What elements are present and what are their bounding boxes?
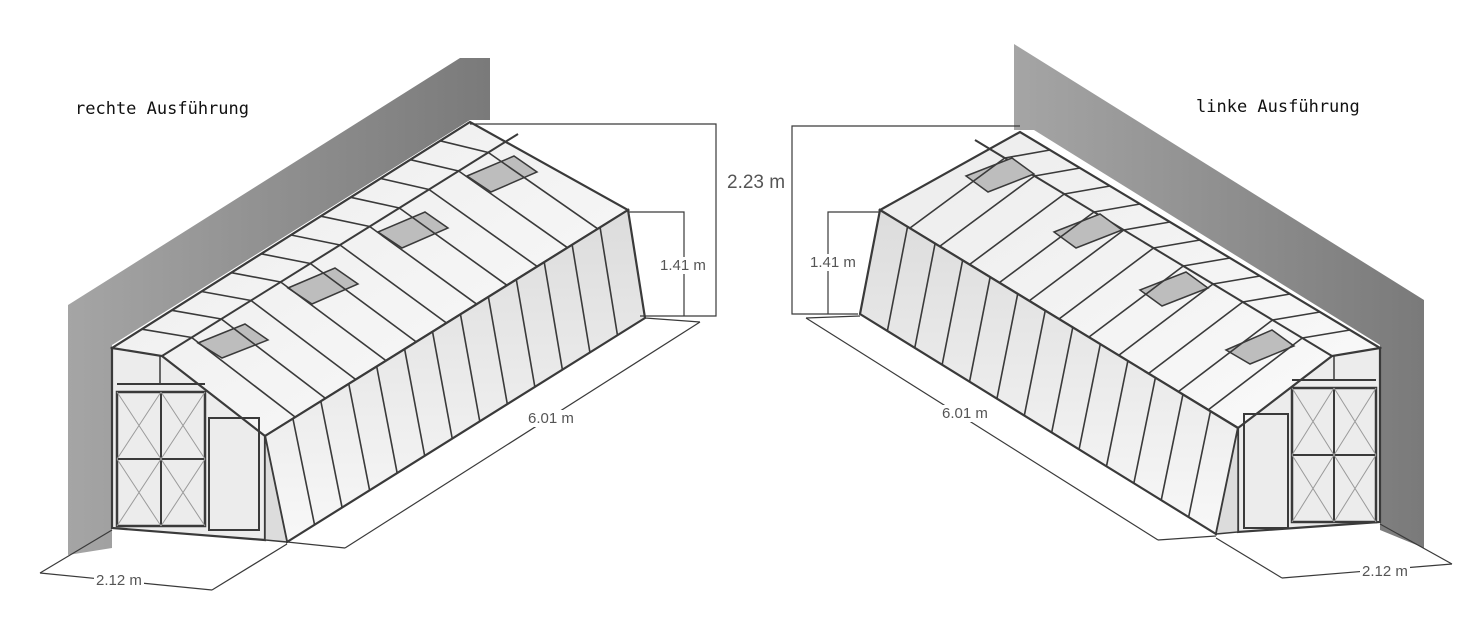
- side-height-label-left-variant: 1.41 m: [808, 254, 858, 271]
- gable-side-strip-left-variant: [1215, 427, 1239, 535]
- upper-roof-rib-left-variant-3: [1242, 293, 1291, 303]
- upper-roof-rib-right-variant-1: [141, 328, 192, 339]
- side-post-right-variant-11: [571, 244, 591, 353]
- upper-roof-rib-right-variant-8: [350, 196, 400, 209]
- roof-vent-right-variant-3: [376, 211, 450, 249]
- side-post-right-variant-3: [347, 383, 371, 491]
- roof-rib-right-variant-3: [250, 299, 357, 381]
- side-post-left-variant-1: [1187, 411, 1212, 518]
- side-post-right-variant-10: [543, 262, 564, 370]
- roof-rib-right-variant-11: [487, 151, 599, 230]
- side-post-left-variant-4: [1105, 360, 1129, 467]
- upper-roof-rib-right-variant-3: [201, 290, 252, 302]
- side-post-left-variant-11: [913, 243, 936, 348]
- gable-side-strip-right-variant: [264, 435, 288, 543]
- roof-rib-left-variant-3: [1148, 301, 1244, 375]
- upper-roof-rib-left-variant-7: [1123, 221, 1171, 231]
- roof-ribs-left-variant: [909, 149, 1351, 411]
- roof-rib-right-variant-10: [458, 170, 568, 249]
- upper-roof-rib-left-variant-11: [1004, 149, 1051, 159]
- width-label-left-variant: 2.12 m: [1360, 563, 1410, 580]
- roof-vent-right-variant-4: [465, 155, 539, 193]
- roof-rib-left-variant-4: [1118, 283, 1214, 356]
- upper-roof-rib-right-variant-6: [290, 234, 341, 246]
- side-post-right-variant-4: [375, 366, 398, 474]
- roof-vent-right-variant-1: [196, 323, 270, 359]
- roof-rib-left-variant-8: [998, 211, 1095, 284]
- roof-rib-right-variant-7: [369, 225, 478, 305]
- roof-rib-left-variant-7: [1028, 229, 1125, 302]
- upper-roof-rib-right-variant-9: [380, 177, 430, 191]
- back-wall-left-variant: [1014, 44, 1424, 548]
- side-post-left-variant-2: [1160, 394, 1184, 501]
- roof-rib-right-variant-4: [280, 281, 387, 362]
- upper-roof-rib-right-variant-10: [410, 158, 459, 172]
- roof-rib-right-variant-2: [220, 318, 326, 399]
- greenhouse-right-variant: [68, 58, 647, 555]
- upper-roof-rib-right-variant-11: [439, 140, 489, 154]
- upper-roof-rib-right-variant-7: [320, 215, 370, 228]
- roof-rib-left-variant-2: [1177, 319, 1273, 393]
- length-label-right-variant: 6.01 m: [526, 410, 576, 427]
- upper-roof-rib-left-variant-1: [1302, 329, 1351, 339]
- side-height-label-right-variant: 1.41 m: [658, 257, 708, 274]
- length-label-left-variant: 6.01 m: [940, 405, 990, 422]
- side-post-left-variant-5: [1078, 343, 1102, 450]
- upper-roof-rib-left-variant-10: [1034, 167, 1081, 177]
- roof-rib-right-variant-1: [191, 336, 296, 418]
- upper-roof-rib-right-variant-2: [171, 309, 222, 320]
- upper-roof-rib-left-variant-4: [1212, 275, 1261, 285]
- roof-rib-left-variant-9: [969, 193, 1065, 266]
- side-post-left-variant-9: [968, 276, 991, 382]
- side-post-right-variant-9: [515, 279, 536, 388]
- left-variant-label: linke Ausführung: [1196, 97, 1360, 117]
- upper-roof-rib-left-variant-6: [1153, 239, 1201, 249]
- roof-rib-right-variant-5: [309, 262, 417, 343]
- roof-ribs-right-variant: [141, 140, 599, 418]
- side-posts-left-variant: [886, 226, 1212, 518]
- upper-roof-rib-right-variant-5: [261, 253, 311, 265]
- width-label-right-variant: 2.12 m: [94, 572, 144, 589]
- roof-rib-left-variant-10: [939, 175, 1035, 247]
- side-post-right-variant-5: [403, 348, 426, 456]
- side-post-right-variant-2: [320, 401, 343, 508]
- roof-rib-left-variant-5: [1088, 265, 1184, 338]
- upper-roof-rib-left-variant-2: [1272, 311, 1321, 321]
- back-wall-right-variant: [68, 58, 490, 555]
- side-post-left-variant-8: [996, 293, 1019, 399]
- side-post-right-variant-8: [487, 296, 509, 405]
- upper-roof-rib-left-variant-8: [1093, 203, 1141, 213]
- roof-rib-right-variant-6: [339, 244, 447, 324]
- roof-rib-right-variant-8: [398, 207, 508, 286]
- upper-roof-rib-right-variant-4: [231, 271, 281, 283]
- side-post-left-variant-3: [1133, 377, 1157, 484]
- side-post-right-variant-12: [599, 227, 619, 336]
- roof-rib-left-variant-11: [909, 157, 1006, 229]
- roof-rib-right-variant-9: [428, 188, 538, 268]
- roof-vent-left-variant-1: [1224, 329, 1296, 365]
- side-post-right-variant-7: [459, 314, 481, 422]
- roof-vent-left-variant-3: [1052, 213, 1124, 249]
- roof-rib-left-variant-1: [1207, 337, 1303, 411]
- side-post-right-variant-6: [431, 331, 454, 439]
- upper-roof-rib-left-variant-9: [1064, 185, 1111, 195]
- right-variant-label: rechte Ausführung: [75, 99, 249, 119]
- greenhouse-left-variant: [858, 44, 1424, 548]
- side-post-left-variant-7: [1023, 310, 1047, 416]
- side-posts-right-variant: [292, 227, 619, 525]
- side-post-left-variant-10: [941, 260, 964, 365]
- side-post-left-variant-12: [886, 226, 909, 332]
- total-height-label: 2.23 m: [724, 172, 789, 194]
- side-post-right-variant-1: [292, 418, 316, 525]
- roof-rib-left-variant-6: [1058, 247, 1154, 320]
- side-post-left-variant-6: [1050, 327, 1074, 433]
- upper-roof-rib-left-variant-5: [1183, 257, 1231, 267]
